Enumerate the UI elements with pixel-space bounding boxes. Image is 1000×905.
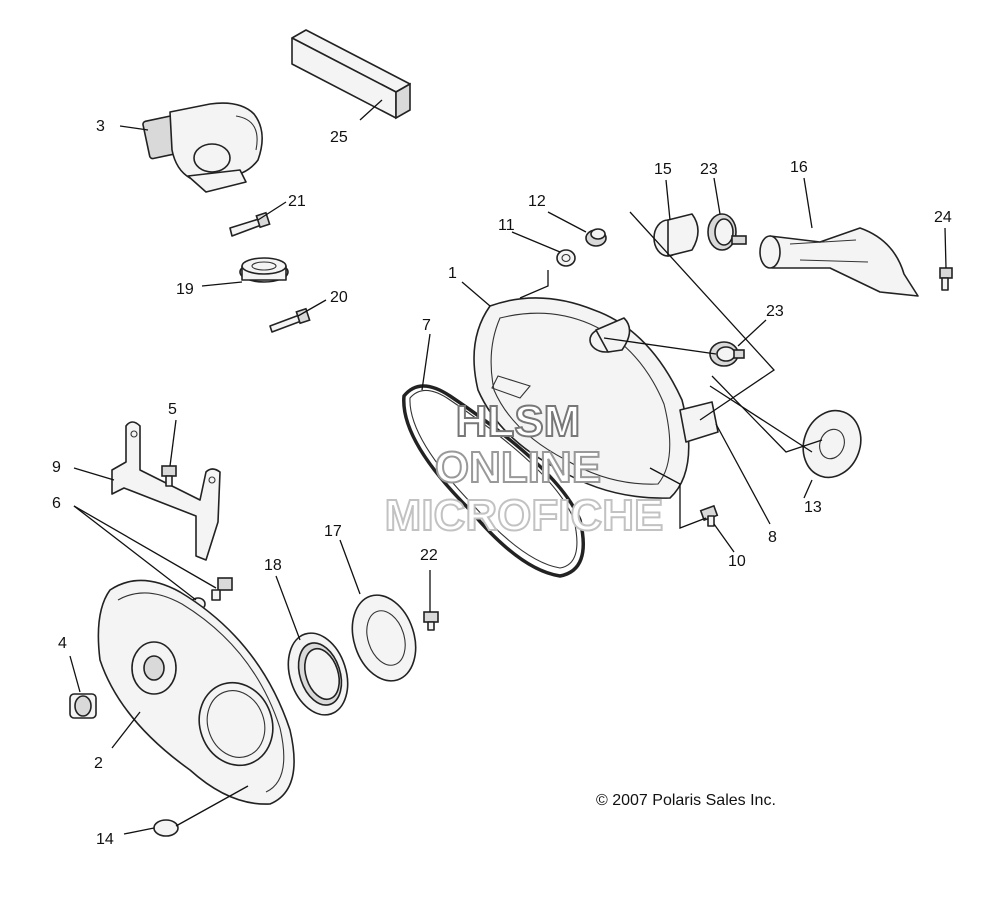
part-10-bolt: [699, 504, 719, 527]
part-11-washer: [556, 249, 576, 267]
callout-22: 22: [420, 547, 438, 564]
callout-11: 11: [498, 217, 515, 234]
part-9-bracket: [111, 421, 221, 561]
callout-4: 4: [58, 635, 67, 652]
callout-23-upper: 23: [700, 161, 718, 178]
leader-lines: [69, 99, 947, 835]
watermark-line-3: MICROFICHE: [385, 491, 664, 540]
callout-1: 1: [448, 265, 457, 282]
callout-21: 21: [288, 193, 306, 210]
part-19-grommet: [239, 257, 289, 283]
part-20-bolt: [269, 307, 311, 333]
callout-14: 14: [96, 831, 114, 848]
watermark-line-2: ONLINE: [435, 443, 601, 492]
part-23-clamp-lower: [709, 341, 745, 367]
part-21-bolt: [229, 211, 271, 237]
part-18-seal-ring: [287, 632, 349, 716]
part-23-clamp-upper: [707, 213, 747, 251]
callout-5: 5: [168, 401, 177, 418]
callout-3: 3: [96, 118, 105, 135]
callout-12: 12: [528, 193, 546, 210]
part-25-foam-block: [291, 29, 411, 120]
callout-23-lower: 23: [766, 303, 784, 320]
callout-15: 15: [654, 161, 672, 178]
callout-6: 6: [52, 495, 61, 512]
part-13-gasket: [802, 409, 862, 479]
part-7-drive-belt: [402, 384, 585, 578]
copyright-notice: © 2007 Polaris Sales Inc.: [596, 792, 776, 809]
callout-18: 18: [264, 557, 282, 574]
part-15-tube: [653, 213, 699, 257]
callout-24: 24: [934, 209, 952, 226]
callout-16: 16: [790, 159, 808, 176]
callout-8: 8: [768, 529, 777, 546]
callout-10: 10: [728, 553, 746, 570]
watermark-line-1: HLSM: [456, 397, 581, 446]
part-14-plug: [153, 819, 179, 837]
callout-9: 9: [52, 459, 61, 476]
callout-labels: 1 2 3 4 5 6 7 8 9 10 11 12 13 14 15 16 1…: [52, 118, 952, 848]
watermark: HLSM ONLINE MICROFICHE: [384, 396, 665, 541]
part-12-plug: [585, 228, 607, 247]
part-22-screw: [423, 611, 439, 631]
part-17-plate: [351, 594, 417, 682]
part-4-bushing: [69, 693, 97, 719]
callout-7: 7: [422, 317, 431, 334]
part-8-label: [679, 401, 719, 443]
part-1-inner-clutch-cover: [473, 297, 690, 499]
callout-2: 2: [94, 755, 103, 772]
callout-20: 20: [330, 289, 348, 306]
callout-19: 19: [176, 281, 194, 298]
part-2-outer-clutch-cover: [97, 579, 295, 805]
part-16-outlet-duct: [759, 227, 919, 297]
part-3-intake-duct: [142, 102, 263, 193]
part-24-bolt: [939, 267, 953, 291]
part-5-bolt: [161, 465, 177, 487]
callout-25: 25: [330, 129, 348, 146]
callout-13: 13: [804, 499, 822, 516]
callout-17: 17: [324, 523, 342, 540]
